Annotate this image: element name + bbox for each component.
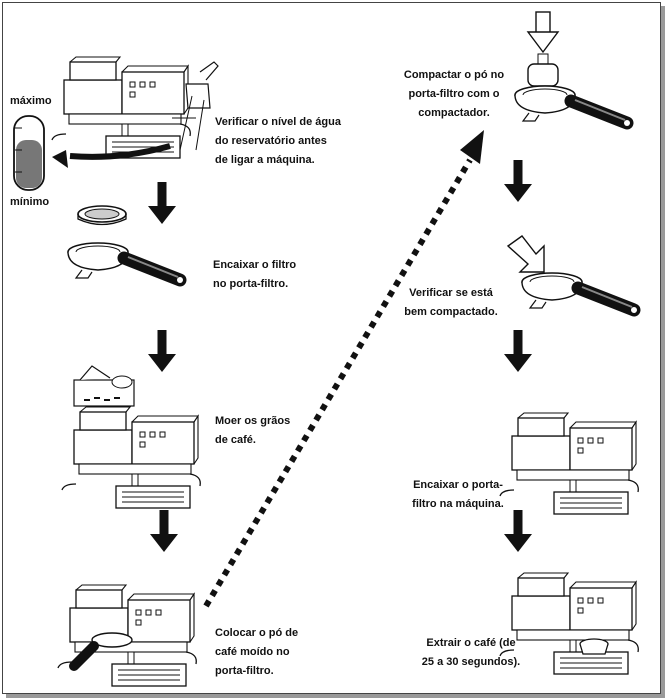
water-check-machine-icon — [51, 56, 219, 159]
step-tamp-caption: Compactar o pó no porta-filtro com o com… — [403, 69, 505, 119]
down-arrow-icon — [504, 510, 532, 552]
espresso-machine-icon — [61, 406, 201, 509]
min-level-label: mínimo — [10, 196, 50, 208]
dotted-arrow-icon — [203, 158, 473, 608]
filter-basket-icon — [77, 205, 127, 226]
water-level-arrowhead — [52, 150, 68, 168]
outline-arrow-icon — [506, 235, 545, 273]
dotted-arrowhead — [460, 130, 484, 164]
down-arrow-icon — [504, 160, 532, 202]
step-check-tamp-caption: Verificar se está bem compactado. — [404, 287, 498, 318]
step-grind-caption: Moer os grãos de café. — [215, 415, 291, 446]
espresso-machine-icon — [499, 412, 639, 515]
portafilter-icon — [69, 632, 133, 671]
water-tank-icon — [13, 115, 45, 191]
coffee-grinder-icon — [73, 365, 135, 407]
down-arrow-icon — [150, 510, 178, 552]
tamper-icon — [527, 53, 559, 87]
max-level-label: máximo — [10, 95, 52, 107]
outline-arrow-icon — [526, 11, 560, 54]
water-level-arrow — [69, 143, 171, 160]
step-fill-powder-caption: Colocar o pó de café moído no porta-filt… — [215, 627, 299, 677]
portafilter-icon — [522, 273, 637, 313]
portafilter-icon — [68, 243, 183, 283]
coffee-cup-icon — [579, 638, 609, 655]
step-check-water-caption: Verificar o nível de água do reservatóri… — [215, 116, 341, 166]
down-arrow-icon — [504, 330, 532, 372]
down-arrow-icon — [148, 330, 176, 372]
step-extract-caption: Extrair o café (de 25 a 30 segundos). — [421, 637, 521, 668]
down-arrow-icon — [148, 182, 176, 224]
step-attach-caption: Encaixar o porta- filtro na máquina. — [412, 479, 504, 510]
step-insert-filter-caption: Encaixar o filtro no porta-filtro. — [213, 259, 297, 290]
portafilter-icon — [515, 86, 630, 126]
